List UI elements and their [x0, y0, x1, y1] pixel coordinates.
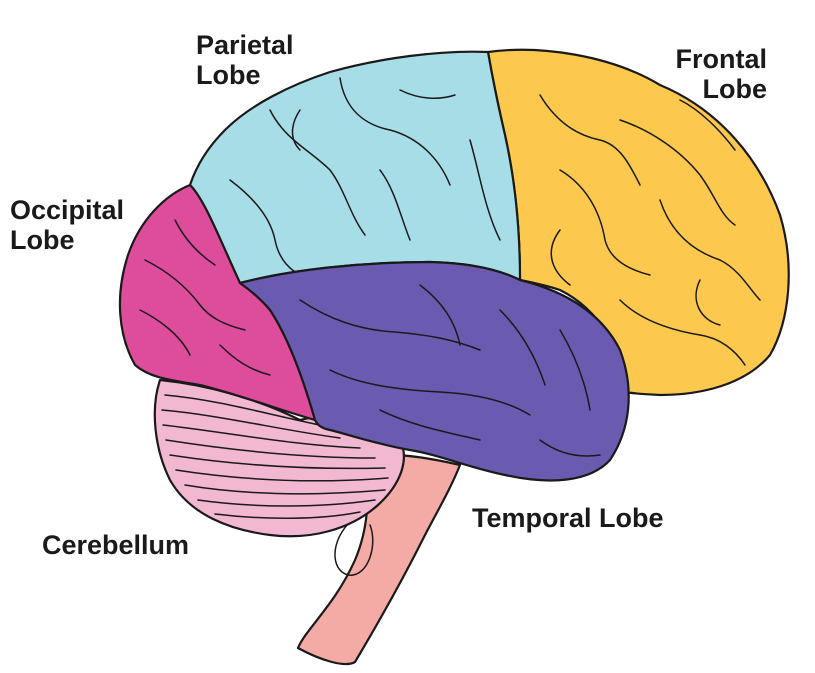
parietal-lobe-label: Parietal Lobe	[196, 30, 294, 90]
parietal-sulci	[229, 77, 501, 273]
occipital-lobe-label-line2: Lobe	[10, 225, 75, 255]
cerebellum-folds	[161, 394, 389, 520]
parietal-lobe-label-line1: Parietal	[196, 30, 294, 60]
brainstem	[296, 453, 462, 666]
parietal-lobe-label-line2: Lobe	[196, 60, 261, 90]
temporal-lobe-label-text: Temporal Lobe	[472, 503, 664, 533]
cerebellum-label-text: Cerebellum	[42, 530, 190, 560]
frontal-lobe-label-line1: Frontal	[675, 44, 768, 74]
frontal-sulci	[539, 94, 761, 366]
temporal-lobe	[238, 260, 630, 482]
frontal-lobe-label-line2: Lobe	[702, 74, 768, 104]
cerebellum-label: Cerebellum	[42, 530, 189, 560]
temporal-lobe-label: Temporal Lobe	[472, 503, 664, 533]
occipital-sulci	[139, 219, 271, 376]
occipital-lobe-label-line1: Occipital	[10, 195, 125, 225]
occipital-lobe-label: Occipital Lobe	[10, 195, 124, 255]
frontal-lobe-label: Frontal Lobe	[676, 44, 768, 104]
temporal-sulci	[299, 284, 601, 457]
